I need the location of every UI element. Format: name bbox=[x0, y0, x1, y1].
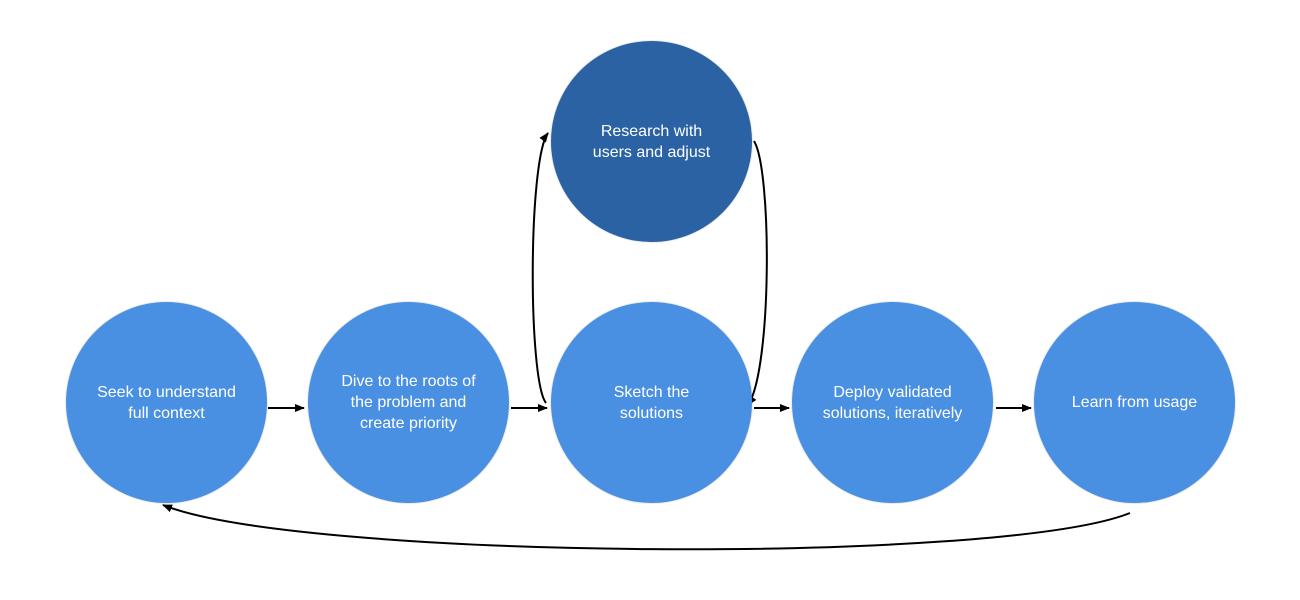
node-understand: Seek to understand full context bbox=[66, 302, 267, 503]
node-learn-label: Learn from usage bbox=[1071, 394, 1198, 411]
arrow-sketch-to-research bbox=[531, 132, 549, 404]
node-dive-label: Dive to the roots of the problem and cre… bbox=[341, 373, 476, 432]
node-deploy: Deploy validated solutions, iteratively bbox=[792, 302, 993, 503]
arrow-learn-to-understand bbox=[162, 504, 1131, 551]
node-sketch: Sketch the solutions bbox=[551, 302, 752, 503]
node-learn: Learn from usage bbox=[1034, 302, 1235, 503]
node-research-label: Research with users and adjust bbox=[592, 122, 711, 161]
node-research: Research with users and adjust bbox=[551, 41, 752, 242]
node-deploy-label: Deploy validated solutions, iteratively bbox=[822, 383, 963, 422]
node-sketch-label: Sketch the solutions bbox=[613, 383, 690, 422]
arrow-research-to-sketch bbox=[747, 140, 768, 406]
node-understand-label: Seek to understand full context bbox=[97, 383, 236, 422]
node-dive: Dive to the roots of the problem and cre… bbox=[308, 302, 509, 503]
